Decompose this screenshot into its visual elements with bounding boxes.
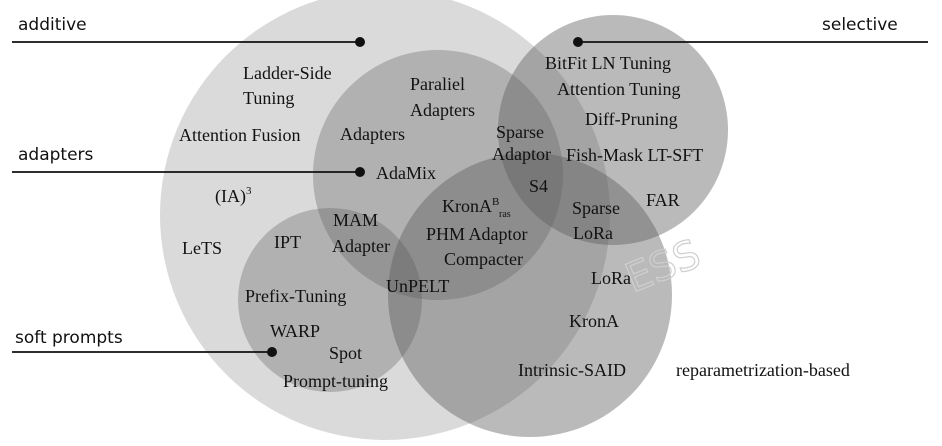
method-warp: WARP	[270, 321, 320, 341]
method-parallel-adapters-1: Paraliel	[410, 74, 465, 94]
method-krona-b: KronAB	[442, 196, 499, 216]
method-ipt: IPT	[274, 232, 301, 252]
method-mam-adapter-2: Adapter	[332, 236, 390, 256]
method-krona: KronA	[569, 311, 619, 331]
selective-circle	[498, 15, 728, 245]
method-sparse-lora-1: Sparse	[572, 198, 620, 218]
adapters-pointer	[12, 167, 365, 177]
method-sparse-lora-2: LoRa	[573, 223, 613, 243]
krona-b-sub: ras	[499, 209, 511, 220]
method-sparse-adaptor-1: Sparse	[496, 122, 544, 142]
method-attention-fusion: Attention Fusion	[179, 125, 301, 145]
additive-dot	[355, 37, 365, 47]
category-adapters: adapters	[18, 145, 94, 165]
method-spot: Spot	[329, 343, 362, 363]
additive-pointer	[12, 37, 365, 47]
method-ladder-side-2: Tuning	[243, 88, 294, 108]
method-sparse-adaptor-2: Adaptor	[492, 144, 551, 164]
method-diff-pruning: Diff-Pruning	[585, 109, 678, 129]
category-reparametrization: reparametrization-based	[676, 360, 850, 380]
ia3-sup: 3	[246, 185, 252, 197]
method-ia3: (IA)3	[215, 185, 252, 207]
method-fish-mask: Fish-Mask LT-SFT	[566, 145, 703, 165]
category-additive: additive	[18, 15, 87, 35]
soft-prompts-dot	[267, 347, 277, 357]
method-attention-tuning: Attention Tuning	[557, 79, 681, 99]
additive-circle	[160, 0, 610, 440]
method-prompt-tuning: Prompt-tuning	[283, 371, 388, 391]
method-phm-adaptor: PHM Adaptor	[426, 224, 528, 244]
method-adamix: AdaMix	[376, 163, 436, 183]
method-adapters: Adapters	[340, 124, 405, 144]
soft-prompts-circle	[238, 208, 422, 392]
selective-dot	[573, 37, 583, 47]
method-lets: LeTS	[182, 238, 222, 258]
method-unpelt: UnPELT	[386, 276, 449, 296]
method-prefix-tuning: Prefix-Tuning	[245, 286, 346, 306]
method-parallel-adapters-2: Adapters	[410, 100, 475, 120]
method-far: FAR	[646, 190, 680, 210]
adapters-dot	[355, 167, 365, 177]
method-s4: S4	[529, 176, 548, 196]
ia3-base: (IA)	[215, 186, 246, 207]
soft-prompts-pointer	[12, 347, 277, 357]
adapters-circle	[313, 50, 563, 300]
krona-b-base: KronA	[442, 196, 492, 216]
method-ladder-side-1: Ladder-Side	[243, 63, 332, 83]
method-bitfit: BitFit LN Tuning	[545, 53, 671, 73]
krona-b-sup: B	[492, 196, 499, 208]
method-mam-adapter-1: MAM	[333, 210, 378, 230]
category-selective: selective	[822, 15, 898, 35]
category-soft-prompts: soft prompts	[15, 328, 123, 348]
method-compacter: Compacter	[444, 249, 523, 269]
selective-pointer	[573, 37, 928, 47]
method-intrinsic-said: Intrinsic-SAID	[518, 360, 626, 380]
method-lora: LoRa	[591, 268, 631, 288]
reparametrization-circle	[388, 153, 672, 437]
